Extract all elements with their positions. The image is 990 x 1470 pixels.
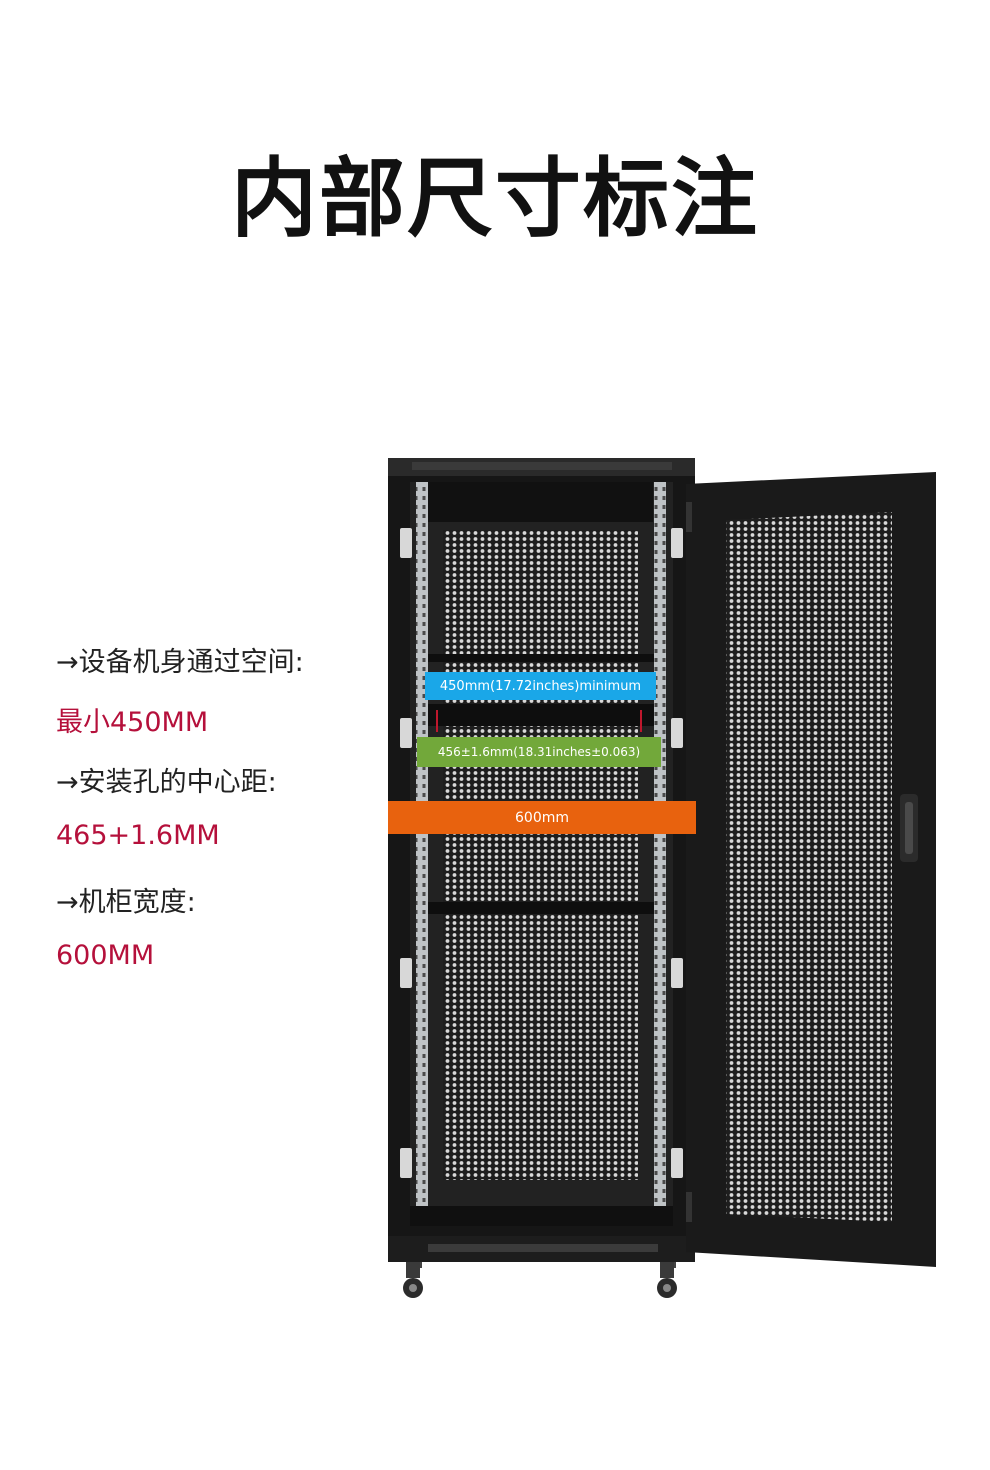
dimension-hole-center: 456±1.6mm(18.31inches±0.063) xyxy=(417,737,661,767)
spec-label-clearance: →设备机身通过空间: xyxy=(56,647,304,678)
cabinet-door-image xyxy=(686,472,936,1267)
spec-value-width: 600MM xyxy=(56,940,155,971)
spec-label-hole-center: →安装孔的中心距: xyxy=(56,767,277,798)
dimension-tick-left xyxy=(436,710,438,732)
caster-wheels xyxy=(403,1262,677,1298)
dimension-width: 600mm xyxy=(388,801,696,834)
page-title: 内部尺寸标注 xyxy=(231,149,759,249)
dimension-min-clearance: 450mm(17.72inches)minimum xyxy=(425,672,656,700)
spec-value-clearance: 最小450MM xyxy=(56,707,209,738)
spec-value-hole-center: 465+1.6MM xyxy=(56,820,220,851)
dimension-tick-right xyxy=(640,710,642,732)
spec-label-width: →机柜宽度: xyxy=(56,887,196,918)
cabinet-image xyxy=(388,458,695,1268)
